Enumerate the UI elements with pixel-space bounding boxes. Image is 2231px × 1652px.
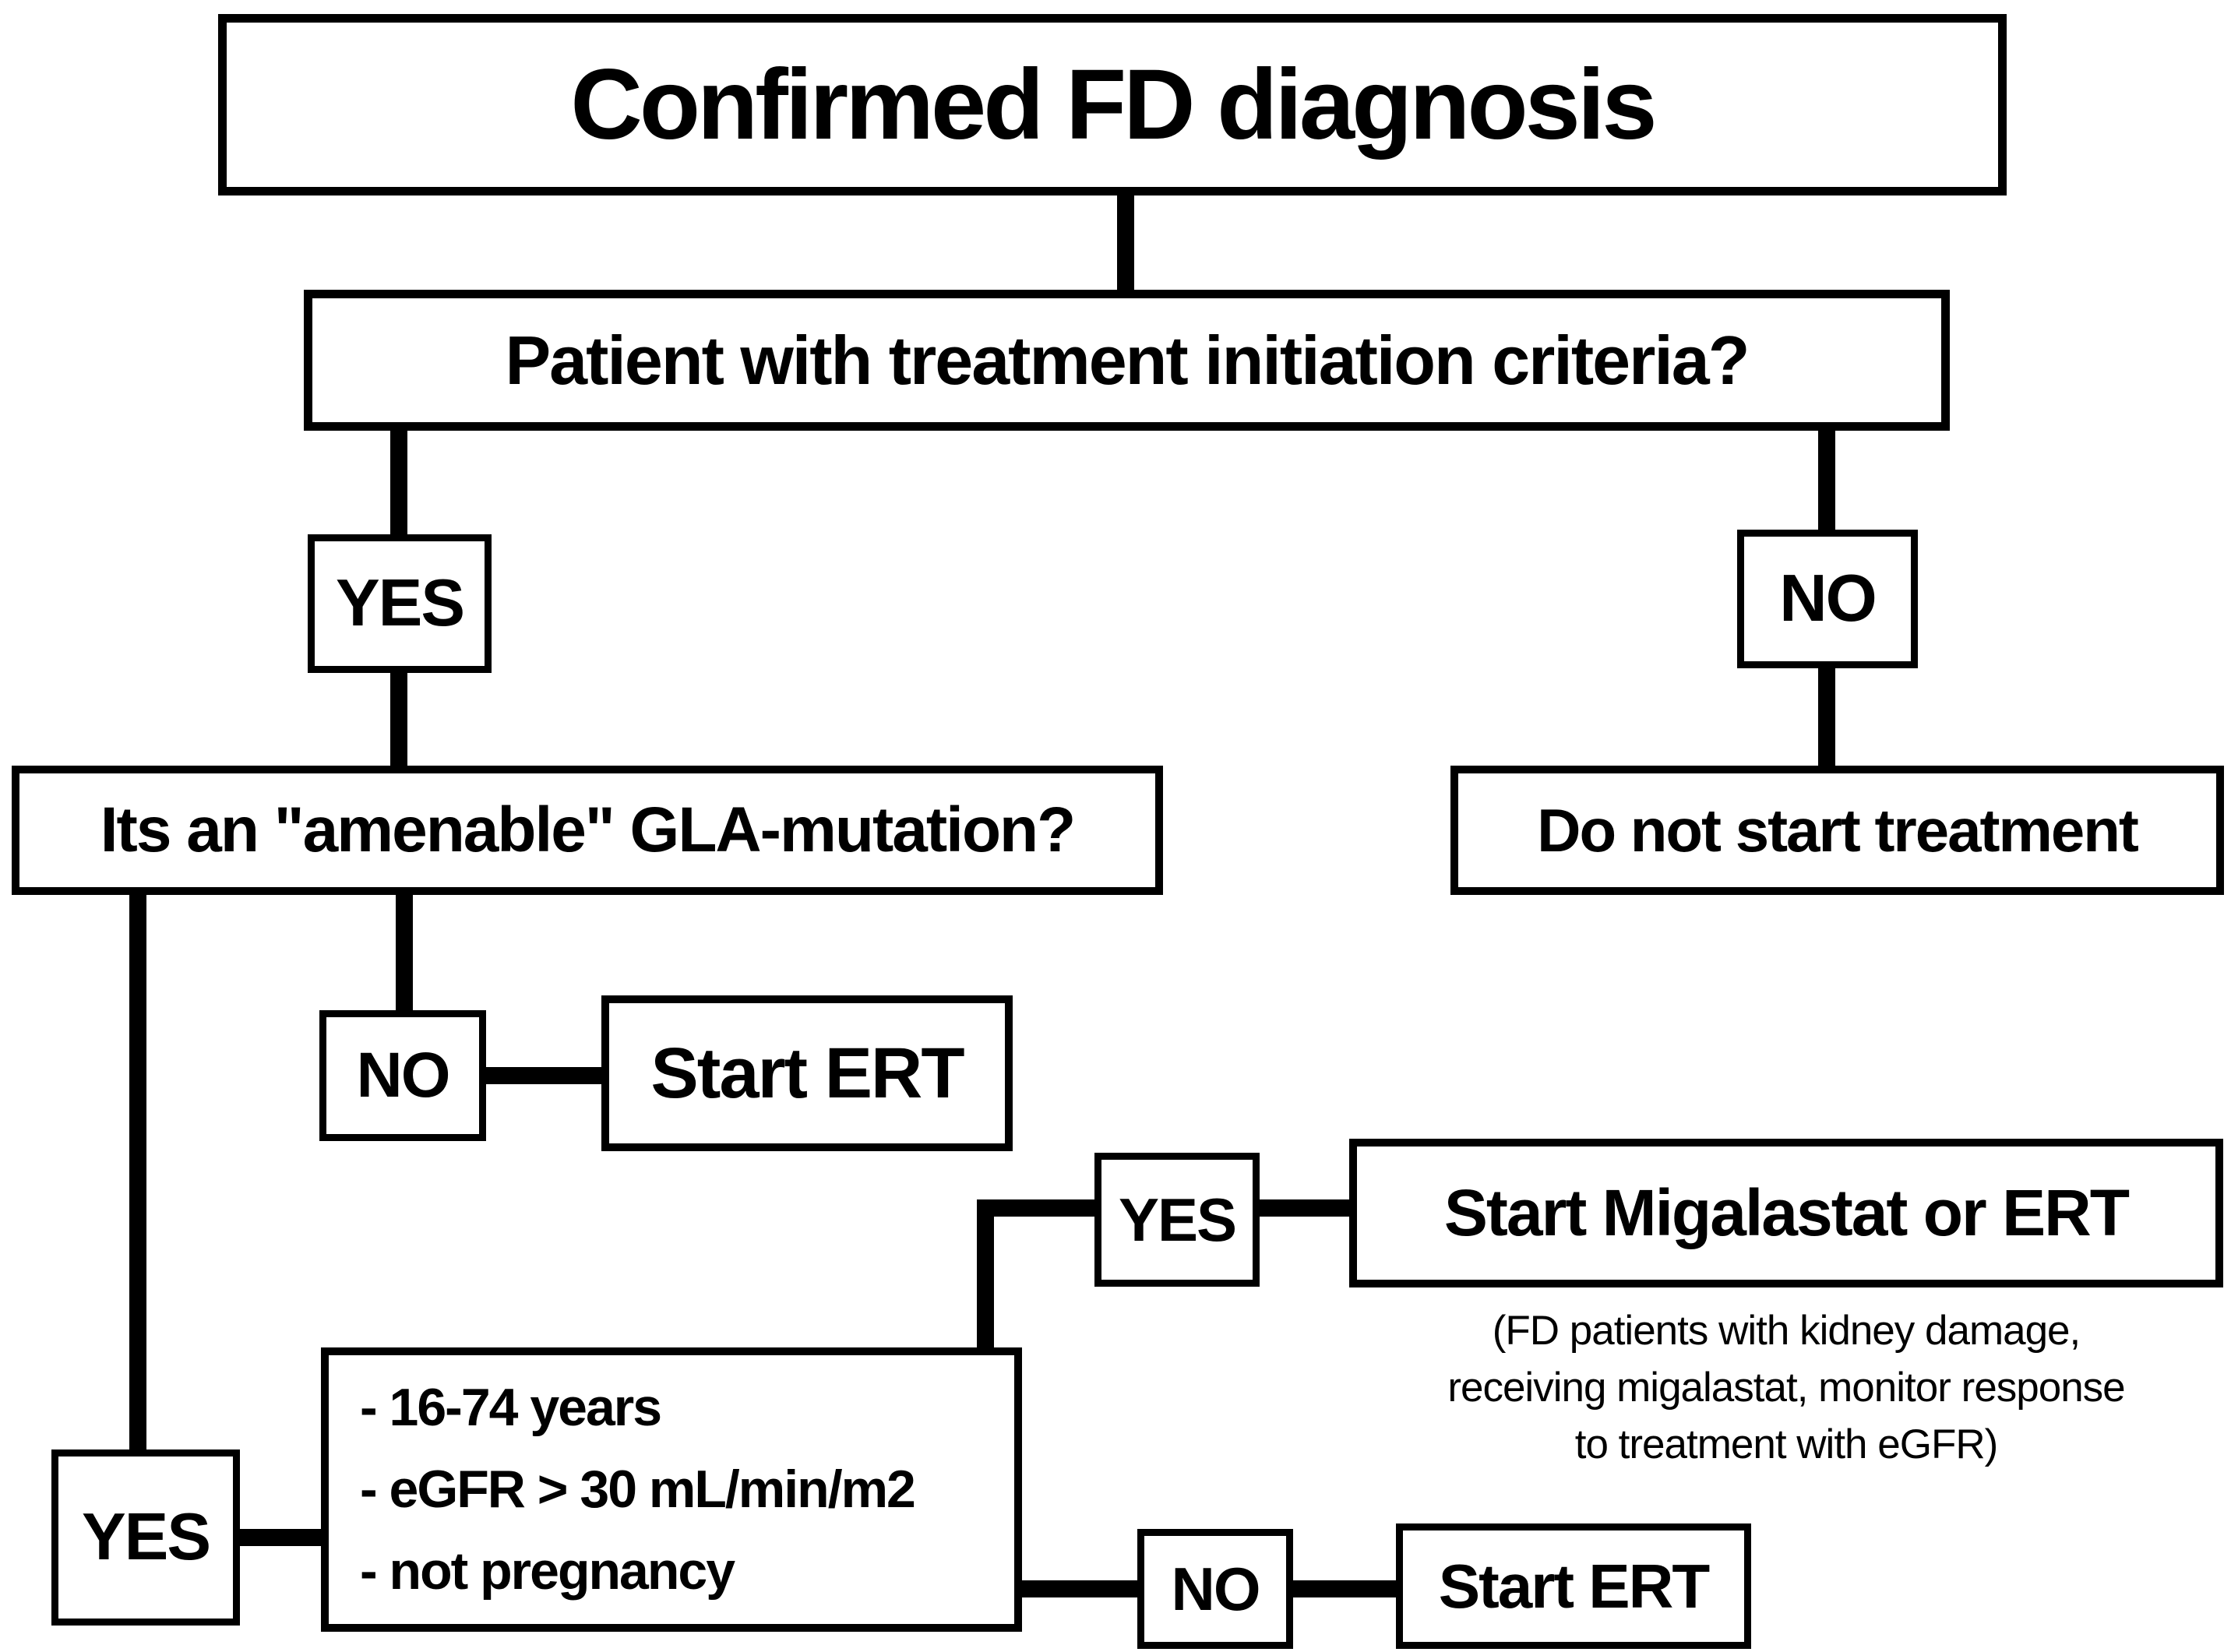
node-no-1: NO [1737, 530, 1918, 668]
connector-yes2-to-migalastat [1256, 1199, 1352, 1217]
connector-criteria-to-yes2-horizontal [977, 1199, 1097, 1217]
node-start-ert-1: Start ERT [601, 995, 1013, 1151]
connector-criteria-to-no3 [1019, 1580, 1140, 1597]
node-question: Patient with treatment initiation criter… [304, 290, 1950, 431]
node-no-3: NO [1137, 1529, 1293, 1649]
connector-yes1-to-amenable [390, 670, 407, 770]
node-start-migalastat: Start Migalastat or ERT [1349, 1139, 2223, 1287]
node-criteria: - 16-74 years - eGFR > 30 mL/min/m2 - no… [321, 1347, 1022, 1632]
node-yes-3: YES [51, 1449, 240, 1626]
node-no-2: NO [319, 1010, 486, 1141]
node-yes-2: YES [1094, 1153, 1260, 1287]
connector-no1-to-do-not-start [1818, 665, 1835, 770]
node-amenable-question: Its an "amenable" GLA-mutation? [12, 766, 1163, 895]
connector-no3-to-start-ert2 [1290, 1580, 1399, 1597]
migalastat-note-line: receiving migalastat, monitor response [1447, 1365, 2125, 1411]
migalastat-note-line: to treatment with eGFR) [1574, 1421, 1999, 1467]
connector-criteria-to-yes2-vertical [977, 1199, 994, 1351]
criteria-line: - 16-74 years [360, 1378, 662, 1437]
migalastat-note-line: (FD patients with kidney damage, [1492, 1308, 2081, 1354]
connector-amenable-to-yes3 [129, 891, 146, 1453]
connector-question-to-no1 [1818, 428, 1835, 534]
connector-question-to-yes1 [390, 428, 407, 538]
node-title: Confirmed FD diagnosis [218, 14, 2007, 195]
connector-yes3-to-criteria [237, 1529, 324, 1546]
node-do-not-start: Do not start treatment [1450, 766, 2224, 895]
connector-title-to-question [1117, 192, 1134, 293]
connector-no2-to-start-ert1 [483, 1067, 604, 1084]
node-yes-1: YES [308, 534, 492, 673]
criteria-line: - not pregnancy [360, 1541, 735, 1601]
connector-amenable-to-no2 [396, 891, 413, 1014]
node-start-ert-2: Start ERT [1396, 1523, 1751, 1649]
criteria-line: - eGFR > 30 mL/min/m2 [360, 1460, 916, 1519]
migalastat-note: (FD patients with kidney damage, receivi… [1332, 1302, 2231, 1473]
